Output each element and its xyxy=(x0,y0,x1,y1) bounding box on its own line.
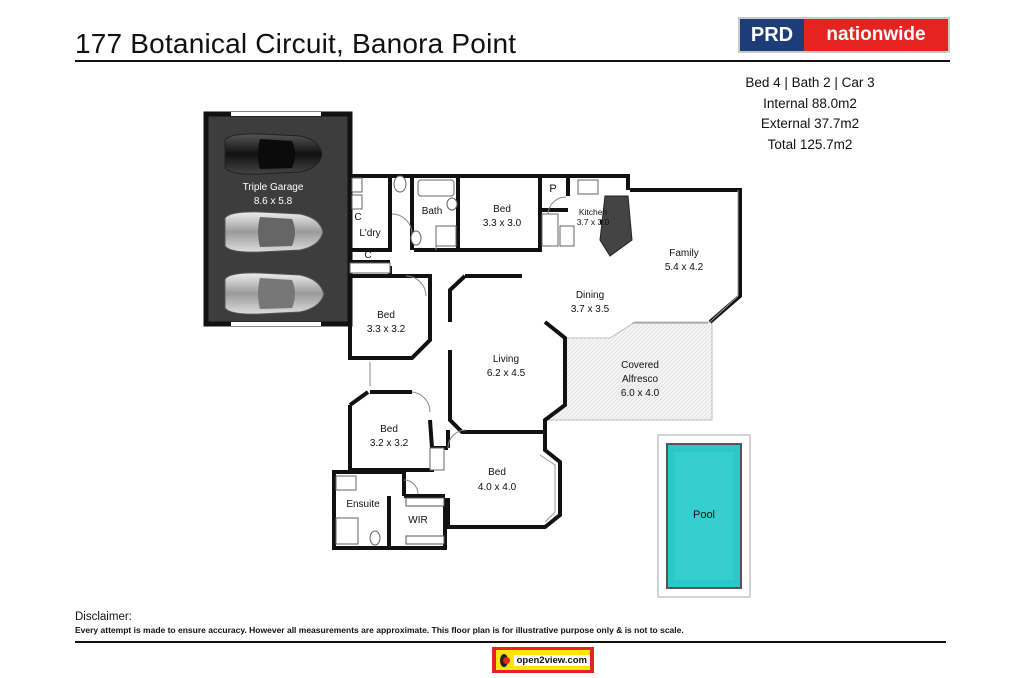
footer-divider xyxy=(75,641,946,643)
windows xyxy=(539,190,739,523)
toilet-icon xyxy=(410,230,422,246)
shower-icon xyxy=(335,517,359,545)
stats-internal: Internal 88.0m2 xyxy=(763,95,857,111)
toilet-icon xyxy=(369,530,381,546)
pantry-label: P xyxy=(549,183,556,195)
car-icon xyxy=(224,272,325,315)
wardrobe-icon xyxy=(541,213,559,247)
alfresco-size: 6.0 x 4.0 xyxy=(621,388,660,399)
disclaimer-title: Disclaimer: xyxy=(75,611,132,623)
wir-shelf-top xyxy=(405,497,445,507)
dining-label: Dining xyxy=(576,290,604,301)
basin-icon xyxy=(446,197,458,211)
wir-label: WIR xyxy=(408,515,427,526)
pool: Pool xyxy=(657,434,751,598)
shower-icon xyxy=(435,225,457,247)
property-stats: Bed 4 | Bath 2 | Car 3 Internal 88.0m2 E… xyxy=(730,73,890,155)
alfresco-area xyxy=(545,321,713,421)
living-size: 6.2 x 4.5 xyxy=(487,368,526,379)
fridge-icon xyxy=(559,225,575,247)
stats-total: Total 125.7m2 xyxy=(767,136,853,152)
basin-icon xyxy=(335,475,357,491)
bed2-size: 3.3 x 3.2 xyxy=(367,324,406,335)
brand-logo: PRD nationwide xyxy=(738,17,950,53)
appliance-icon xyxy=(351,194,363,210)
cupboard-label: C xyxy=(354,212,361,223)
bed3-label: Bed xyxy=(380,424,398,435)
laundry-label: L'dry xyxy=(359,228,380,239)
bathtub-icon xyxy=(417,179,455,197)
kitchen-size: 3.7 x 3.0 xyxy=(577,217,610,227)
bed3-size: 3.2 x 3.2 xyxy=(370,438,409,449)
walls xyxy=(332,174,742,550)
living-label: Living xyxy=(493,354,519,365)
bed1-size: 3.3 x 3.0 xyxy=(483,218,522,229)
appliance-icon xyxy=(351,177,363,193)
toilet-icon xyxy=(393,175,407,193)
family-label: Family xyxy=(669,248,698,259)
garage-door-bottom xyxy=(231,322,321,326)
cupboard-label: C xyxy=(364,250,371,261)
stats-summary: Bed 4 | Bath 2 | Car 3 xyxy=(745,75,875,90)
open2view-logo-icon xyxy=(500,653,510,667)
family-size: 5.4 x 4.2 xyxy=(665,262,704,273)
stats-external: External 37.7m2 xyxy=(760,116,860,131)
bed4-label: Bed xyxy=(488,467,506,478)
alfresco-label: Covered xyxy=(621,360,659,371)
bath-label: Bath xyxy=(422,206,443,217)
bed1-label: Bed xyxy=(493,204,511,215)
garage-size: 8.6 x 5.8 xyxy=(254,196,293,207)
page-title: 177 Botanical Circuit, Banora Point xyxy=(75,28,517,59)
kitchen-bench xyxy=(599,195,633,257)
wir-shelf-bottom xyxy=(405,535,445,545)
dining-size: 3.7 x 3.5 xyxy=(571,304,610,315)
bed2-label: Bed xyxy=(377,310,395,321)
brand-logo-left: PRD xyxy=(740,19,804,51)
badge-text: open2view.com xyxy=(513,654,590,666)
disclaimer-text: Every attempt is made to ensure accuracy… xyxy=(75,625,684,635)
header-divider xyxy=(75,60,950,62)
pool-label: Pool xyxy=(693,509,715,521)
door-swings xyxy=(369,196,567,495)
garage-label: Triple Garage xyxy=(243,182,304,193)
cooktop-icon xyxy=(577,179,599,195)
open2view-badge: open2view.com xyxy=(492,647,594,673)
brand-logo-right: nationwide xyxy=(804,19,948,51)
wardrobe-icon xyxy=(349,262,391,274)
kitchen-label: Kitchen xyxy=(579,207,608,217)
car-icon xyxy=(224,211,324,253)
ensuite-label: Ensuite xyxy=(346,499,380,510)
wardrobe-icon xyxy=(429,447,445,471)
garage: Triple Garage 8.6 x 5.8 xyxy=(203,111,353,327)
bed4-size: 4.0 x 4.0 xyxy=(478,482,517,493)
fixtures xyxy=(335,175,627,546)
car-icon xyxy=(224,133,323,175)
garage-door-top xyxy=(231,112,321,116)
alfresco-label-2: Alfresco xyxy=(622,374,659,385)
